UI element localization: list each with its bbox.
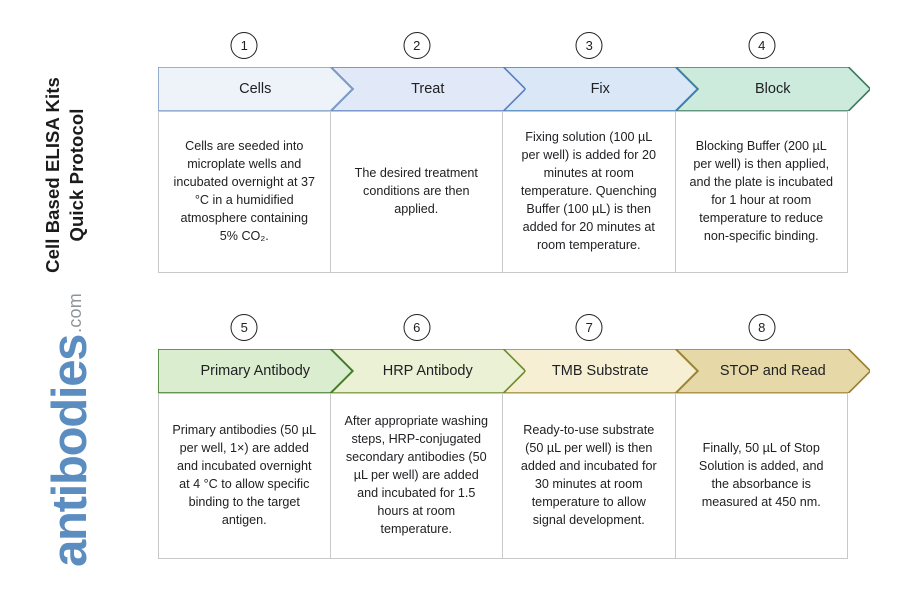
step-number-badge: 3	[575, 32, 603, 59]
step-description-6: After appropriate washing steps, HRP-con…	[330, 393, 503, 559]
chevron-label: STOP and Read	[719, 363, 826, 379]
step-description-text: Primary antibodies (50 µL per well, 1×) …	[172, 423, 317, 527]
protocol-row-2: 5 6 7 8 Primary Antibody HRP Antibody TMB Sub…	[158, 314, 870, 559]
chevron-label: Cells	[239, 81, 272, 97]
chevron-label: Fix	[590, 81, 610, 97]
description-row-2: Primary antibodies (50 µL per well, 1×) …	[158, 393, 848, 559]
chevron-shape	[675, 349, 870, 393]
chevron-label: TMB Substrate	[551, 363, 649, 379]
step-description-8: Finally, 50 µL of Stop Solution is added…	[675, 393, 848, 559]
step-number-badge: 4	[748, 32, 776, 59]
chevron-shape	[158, 67, 353, 111]
step-description-1: Cells are seeded into microplate wells a…	[158, 111, 331, 273]
protocol-row-1: 1 2 3 4 Cells Treat Fix Block Cells are seeded…	[158, 32, 870, 273]
chevron-step-5[interactable]: Primary Antibody	[158, 349, 353, 393]
chevron-shape	[158, 349, 353, 393]
step-description-7: Ready-to-use substrate (50 µL per well) …	[503, 393, 676, 559]
step-description-text: Finally, 50 µL of Stop Solution is added…	[698, 441, 824, 509]
step-description-text: The desired treatment conditions are the…	[354, 166, 478, 216]
chevron-band-1: Cells Treat Fix Block	[158, 67, 870, 111]
step-number-badge: 6	[403, 314, 431, 341]
description-row-1: Cells are seeded into microplate wells a…	[158, 111, 848, 273]
step-description-text: After appropriate washing steps, HRP-con…	[344, 414, 488, 536]
step-number-badge: 2	[403, 32, 431, 59]
step-number-badge: 8	[748, 314, 776, 341]
step-number-band-2: 5 6 7 8	[158, 314, 848, 344]
page-title: Cell Based ELISA Kits Quick Protocol	[42, 77, 87, 273]
chevron-step-4[interactable]: Block	[675, 67, 870, 111]
brand-logo: antibodies .com	[23, 280, 97, 580]
logo-tld-text: .com	[65, 293, 85, 333]
step-number-badge: 1	[230, 32, 258, 59]
step-description-2: The desired treatment conditions are the…	[330, 111, 503, 273]
chevron-shape	[330, 349, 525, 393]
chevron-shape	[330, 67, 525, 111]
step-description-text: Cells are seeded into microplate wells a…	[173, 139, 315, 243]
chevron-shape	[675, 67, 870, 111]
chevron-label: Primary Antibody	[200, 363, 311, 379]
step-number-badge: 5	[230, 314, 258, 341]
chevron-step-3[interactable]: Fix	[503, 67, 698, 111]
step-description-3: Fixing solution (100 µL per well) is add…	[503, 111, 676, 273]
step-description-text: Ready-to-use substrate (50 µL per well) …	[520, 423, 657, 527]
left-rail: Cell Based ELISA Kits Quick Protocol ant…	[0, 0, 155, 594]
chevron-step-7[interactable]: TMB Substrate	[503, 349, 698, 393]
chevron-step-6[interactable]: HRP Antibody	[330, 349, 525, 393]
chevron-label: Treat	[411, 81, 445, 97]
chevron-band-2: Primary Antibody HRP Antibody TMB Substrat…	[158, 349, 870, 393]
chevron-shape	[503, 349, 698, 393]
step-description-text: Blocking Buffer (200 µL per well) is the…	[689, 139, 834, 243]
step-number-badge: 7	[575, 314, 603, 341]
chevron-step-2[interactable]: Treat	[330, 67, 525, 111]
step-description-5: Primary antibodies (50 µL per well, 1×) …	[158, 393, 331, 559]
chevron-step-8[interactable]: STOP and Read	[675, 349, 870, 393]
chevron-label: HRP Antibody	[382, 363, 473, 379]
step-description-text: Fixing solution (100 µL per well) is add…	[520, 130, 657, 252]
chevron-shape	[503, 67, 698, 111]
logo-brand-text: antibodies	[42, 334, 97, 567]
step-number-band-1: 1 2 3 4	[158, 32, 848, 62]
step-description-4: Blocking Buffer (200 µL per well) is the…	[675, 111, 848, 273]
chevron-step-1[interactable]: Cells	[158, 67, 353, 111]
chevron-label: Block	[755, 81, 791, 97]
